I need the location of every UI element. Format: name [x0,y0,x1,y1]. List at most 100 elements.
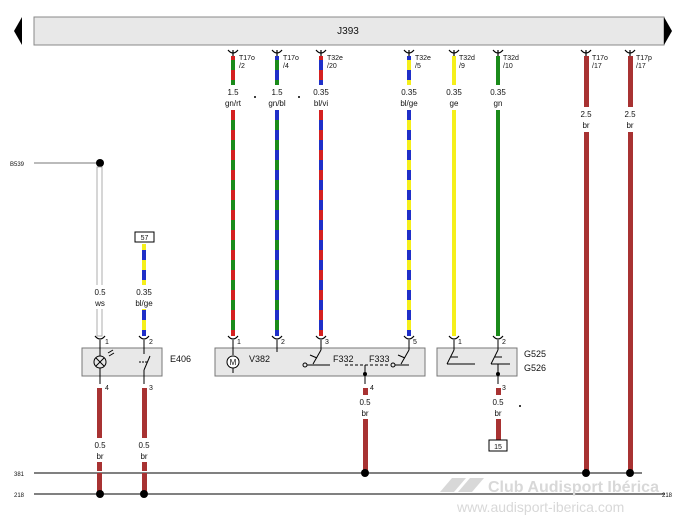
component-g525-g526 [436,347,518,377]
junction-dot [496,372,500,376]
connector-pin: /4 [283,63,289,70]
motor-label: M [230,358,237,367]
connector-label: T32d [503,55,519,62]
wire-br-1 [584,56,589,471]
connector-label: T17o [592,55,608,62]
watermark-logo-icon [440,478,484,492]
wire-color: bl/ge [135,299,153,308]
pin-number: 4 [105,385,109,392]
component-connector-glyphs [94,335,504,340]
wire-size: 0.35 [313,88,329,97]
wire-gn-rt [231,56,235,336]
pin-number: 2 [281,339,285,346]
wire-br-f-4 [363,388,368,473]
wire-br-2 [628,56,633,471]
pin-number: 1 [237,339,241,346]
wire-size: 2.5 [624,110,636,119]
component-e406 [81,347,163,377]
wire-ws [96,166,103,337]
b539-junction [96,159,104,167]
wire-size: 1.5 [227,88,239,97]
wire-br-e406-4-low [97,473,102,494]
pin-number: 1 [458,339,462,346]
wire-color: bl/vi [314,99,328,108]
component-g526-label: G526 [524,363,546,373]
pin-number: 3 [325,339,329,346]
pin-number: 3 [149,385,153,392]
wire-ge [452,56,456,336]
wire-br-e406-3 [142,388,147,471]
wire-br-e406-3-low [142,473,147,494]
component-g525-label: G525 [524,349,546,359]
arrow-left-icon [14,17,22,45]
connector-pin: /9 [459,63,465,70]
junction-dot [363,372,367,376]
wire-color: gn/rt [225,99,242,108]
control-unit-bar [33,16,665,46]
junction-dot [361,469,369,477]
marker-dot [298,96,300,98]
wire-bl-ge [407,56,411,336]
line-381-label: 381 [14,472,25,478]
wire-color: br [494,409,501,418]
sensor-switch-icon [446,340,510,384]
connector-label: T17o [239,55,255,62]
connector-label: T32e [415,55,431,62]
wire-size: 2.5 [580,110,592,119]
connector-pin: /20 [327,63,337,70]
wire-gn [496,56,500,336]
connector-label: T17o [283,55,299,62]
wire-color: br [361,409,368,418]
control-unit-label: J393 [337,26,359,37]
wire-size: 0.5 [492,398,504,407]
wire-color: br [626,121,633,130]
watermark-brand: Club Audisport Ibérica [488,479,659,496]
wire-size: 0.5 [94,441,106,450]
motor-icon [226,340,240,373]
wire-gn-bl [275,56,279,336]
terminal-15-label: 15 [494,444,502,451]
wire-size: 0.35 [446,88,462,97]
wire-color: br [140,452,147,461]
connector-pin: /17 [636,63,646,70]
connector-label: T32d [459,55,475,62]
switch-icon [276,340,410,384]
wire-size: 0.35 [401,88,417,97]
wire-size: 0.5 [94,288,106,297]
wire-color: ge [450,99,459,108]
marker-dot [254,96,256,98]
pin-number: 5 [413,339,417,346]
marker-dot [519,405,521,407]
wire-color: bl/ge [400,99,418,108]
wire-color: br [96,452,103,461]
wire-size: 0.5 [359,398,371,407]
connector-pin: /2 [239,63,245,70]
wire-color: gn/bl [268,99,286,108]
component-e406-label: E406 [170,354,191,364]
connector-pin: /10 [503,63,513,70]
b539-label: B539 [10,162,25,168]
wire-color: ws [94,299,105,308]
junction-dot [582,469,590,477]
line-218-label: 218 [14,493,25,499]
wire-size: 0.35 [136,288,152,297]
connector-pin: /5 [415,63,421,70]
junction-dot [96,490,104,498]
component-f333-label: F333 [369,354,390,364]
pin-number: 4 [370,385,374,392]
lamp-icon [93,340,115,384]
wire-size: 0.35 [490,88,506,97]
terminal-15-box [488,439,508,452]
pin-number: 1 [105,339,109,346]
wire-color: gn [494,99,503,108]
wire-size: 0.5 [138,441,150,450]
connector-pin: /17 [592,63,602,70]
switch-icon [139,340,151,384]
wire-size: 1.5 [271,88,283,97]
connector-label: T17p [636,55,652,62]
watermark-url: www.audisport-iberica.com [456,499,624,515]
line-218-right-label: 218 [662,493,673,499]
junction-dot [140,490,148,498]
terminal-57-label: 57 [141,235,149,242]
